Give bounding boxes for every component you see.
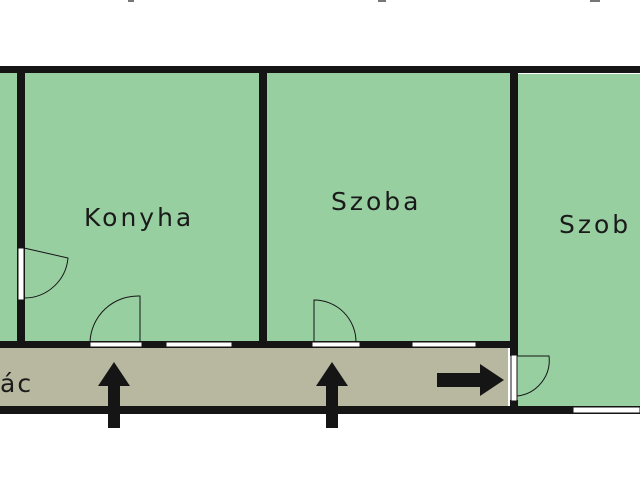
walls <box>0 66 640 414</box>
corridor-end-wall <box>510 348 518 356</box>
szoba-door-frame <box>311 341 361 348</box>
szoba-door-swing <box>313 299 357 343</box>
konyha-floor <box>25 72 259 342</box>
szoba-window <box>411 341 477 348</box>
corridor-end-wall-lower <box>510 400 518 410</box>
door-swings <box>23 247 550 397</box>
wall-konyha-szoba <box>259 66 267 348</box>
room-label-szoba-middle: Szoba <box>331 187 421 216</box>
konyha-door-frame <box>89 341 143 348</box>
room-label-szoba-right: Szob <box>559 210 631 239</box>
door-openings <box>17 247 640 414</box>
wall-left-konyha <box>17 66 25 348</box>
right-entry-door-frame <box>510 354 518 402</box>
entry-arrows <box>98 362 504 428</box>
konyha-door-swing <box>89 295 141 343</box>
room-label-konyha: Konyha <box>84 203 194 232</box>
wall-szoba-szoba <box>510 66 518 348</box>
left-side-door-swing <box>23 247 69 299</box>
top-wall <box>0 66 640 73</box>
cropped-top-marks <box>128 0 600 2</box>
corridor-floor <box>0 348 508 408</box>
arrow-right-icon <box>437 364 504 396</box>
left-side-door-frame <box>17 247 25 301</box>
arrow-up-icon <box>316 362 348 428</box>
left-room-floor <box>0 72 17 342</box>
szoba-middle-floor <box>266 72 510 342</box>
top-mark <box>128 0 134 2</box>
corridor-top-wall <box>0 341 518 348</box>
top-mark <box>378 0 386 2</box>
bottom-right-window <box>572 406 640 414</box>
arrow-up-icon <box>98 362 130 428</box>
corridor-bottom-wall <box>0 406 640 414</box>
szoba-right-floor <box>517 74 640 408</box>
top-mark <box>590 0 600 2</box>
konyha-window <box>165 341 233 348</box>
corridor-label: ác <box>0 369 33 398</box>
right-entry-door-swing <box>516 355 550 397</box>
